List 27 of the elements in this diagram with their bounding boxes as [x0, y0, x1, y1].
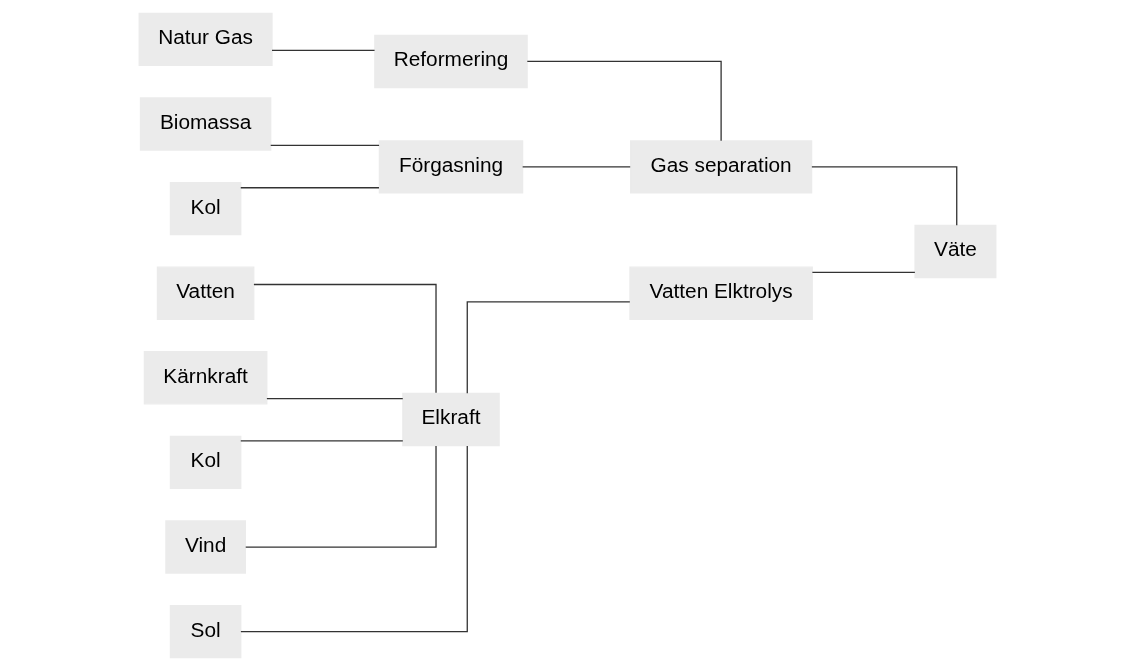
connector [521, 166, 631, 168]
node-box: Vatten [156, 266, 254, 320]
connector [269, 144, 380, 147]
connector [270, 49, 375, 52]
connector [526, 60, 722, 142]
connector [239, 187, 380, 189]
connector [239, 445, 468, 633]
node-box: Sol [169, 604, 241, 659]
connector [252, 283, 437, 394]
node-box: Väte [913, 224, 996, 279]
connector [265, 398, 403, 400]
node-box: Biomassa [139, 97, 271, 151]
node-box: Vatten Elktrolys [628, 266, 813, 320]
node-box: Kärnkraft [143, 351, 267, 405]
connector [244, 445, 437, 548]
node-box: Elkraft [401, 392, 500, 447]
node-box: Reformering [373, 34, 528, 89]
node-box: Förgasning [378, 140, 523, 194]
connector [239, 440, 403, 442]
node-box: Kol [169, 181, 241, 236]
node-box: Gas separation [629, 140, 812, 194]
connector [811, 271, 916, 273]
connector [810, 166, 957, 226]
node-box: Vind [164, 520, 246, 574]
node-box: Kol [169, 435, 241, 490]
node-box: Natur Gas [138, 12, 273, 67]
connector [466, 301, 630, 394]
